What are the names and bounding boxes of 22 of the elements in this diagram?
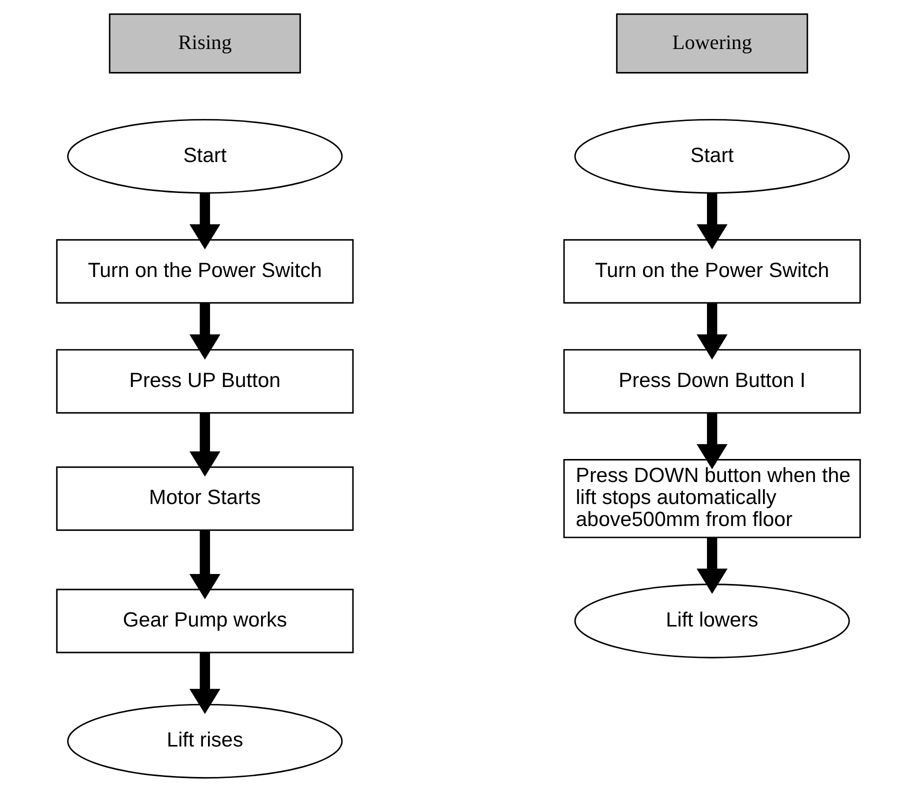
node-box: Motor Starts — [56, 466, 354, 531]
node-box: Press UP Button — [56, 349, 354, 414]
node-ellipse: Lift rises — [67, 704, 343, 779]
node-box: Turn on the Power Switch — [563, 239, 861, 304]
arrow — [189, 193, 220, 250]
node-ellipse: Lift lowers — [574, 584, 850, 658]
arrow — [696, 413, 728, 470]
node-box: Turn on the Power Switch — [56, 239, 354, 304]
node-box: Press DOWN button when the lift stops automatically above500mm from floor — [563, 459, 861, 538]
node-box: Lowering — [616, 13, 808, 74]
node-box: Gear Pump works — [56, 588, 354, 654]
arrow — [189, 652, 220, 714]
arrow — [189, 413, 220, 477]
arrow — [696, 538, 728, 594]
arrow — [696, 303, 728, 360]
arrow — [189, 303, 220, 360]
arrow — [189, 530, 220, 600]
node-box: Press Down Button I — [563, 349, 861, 414]
node-ellipse: Start — [574, 118, 850, 194]
node-box: Rising — [108, 13, 301, 74]
arrow — [696, 193, 728, 250]
node-ellipse: Start — [67, 118, 343, 194]
